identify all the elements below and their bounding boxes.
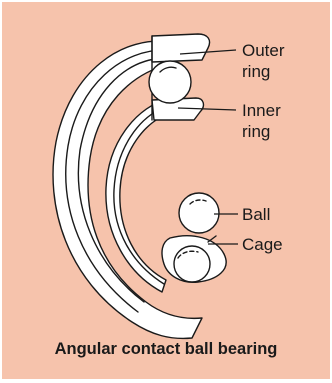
inner-ring-label-line1: Inner <box>242 101 281 120</box>
outer-ring-section <box>152 34 210 62</box>
outer-ring-label-line2: ring <box>242 62 270 81</box>
diagram-caption: Angular contact ball bearing <box>2 340 330 359</box>
ball-label: Ball <box>242 205 270 224</box>
inner-ring-label-line2: ring <box>242 122 270 141</box>
ball-shape <box>179 193 219 233</box>
cage-label: Cage <box>242 235 283 254</box>
outer-ring-label-line1: Outer <box>242 41 285 60</box>
